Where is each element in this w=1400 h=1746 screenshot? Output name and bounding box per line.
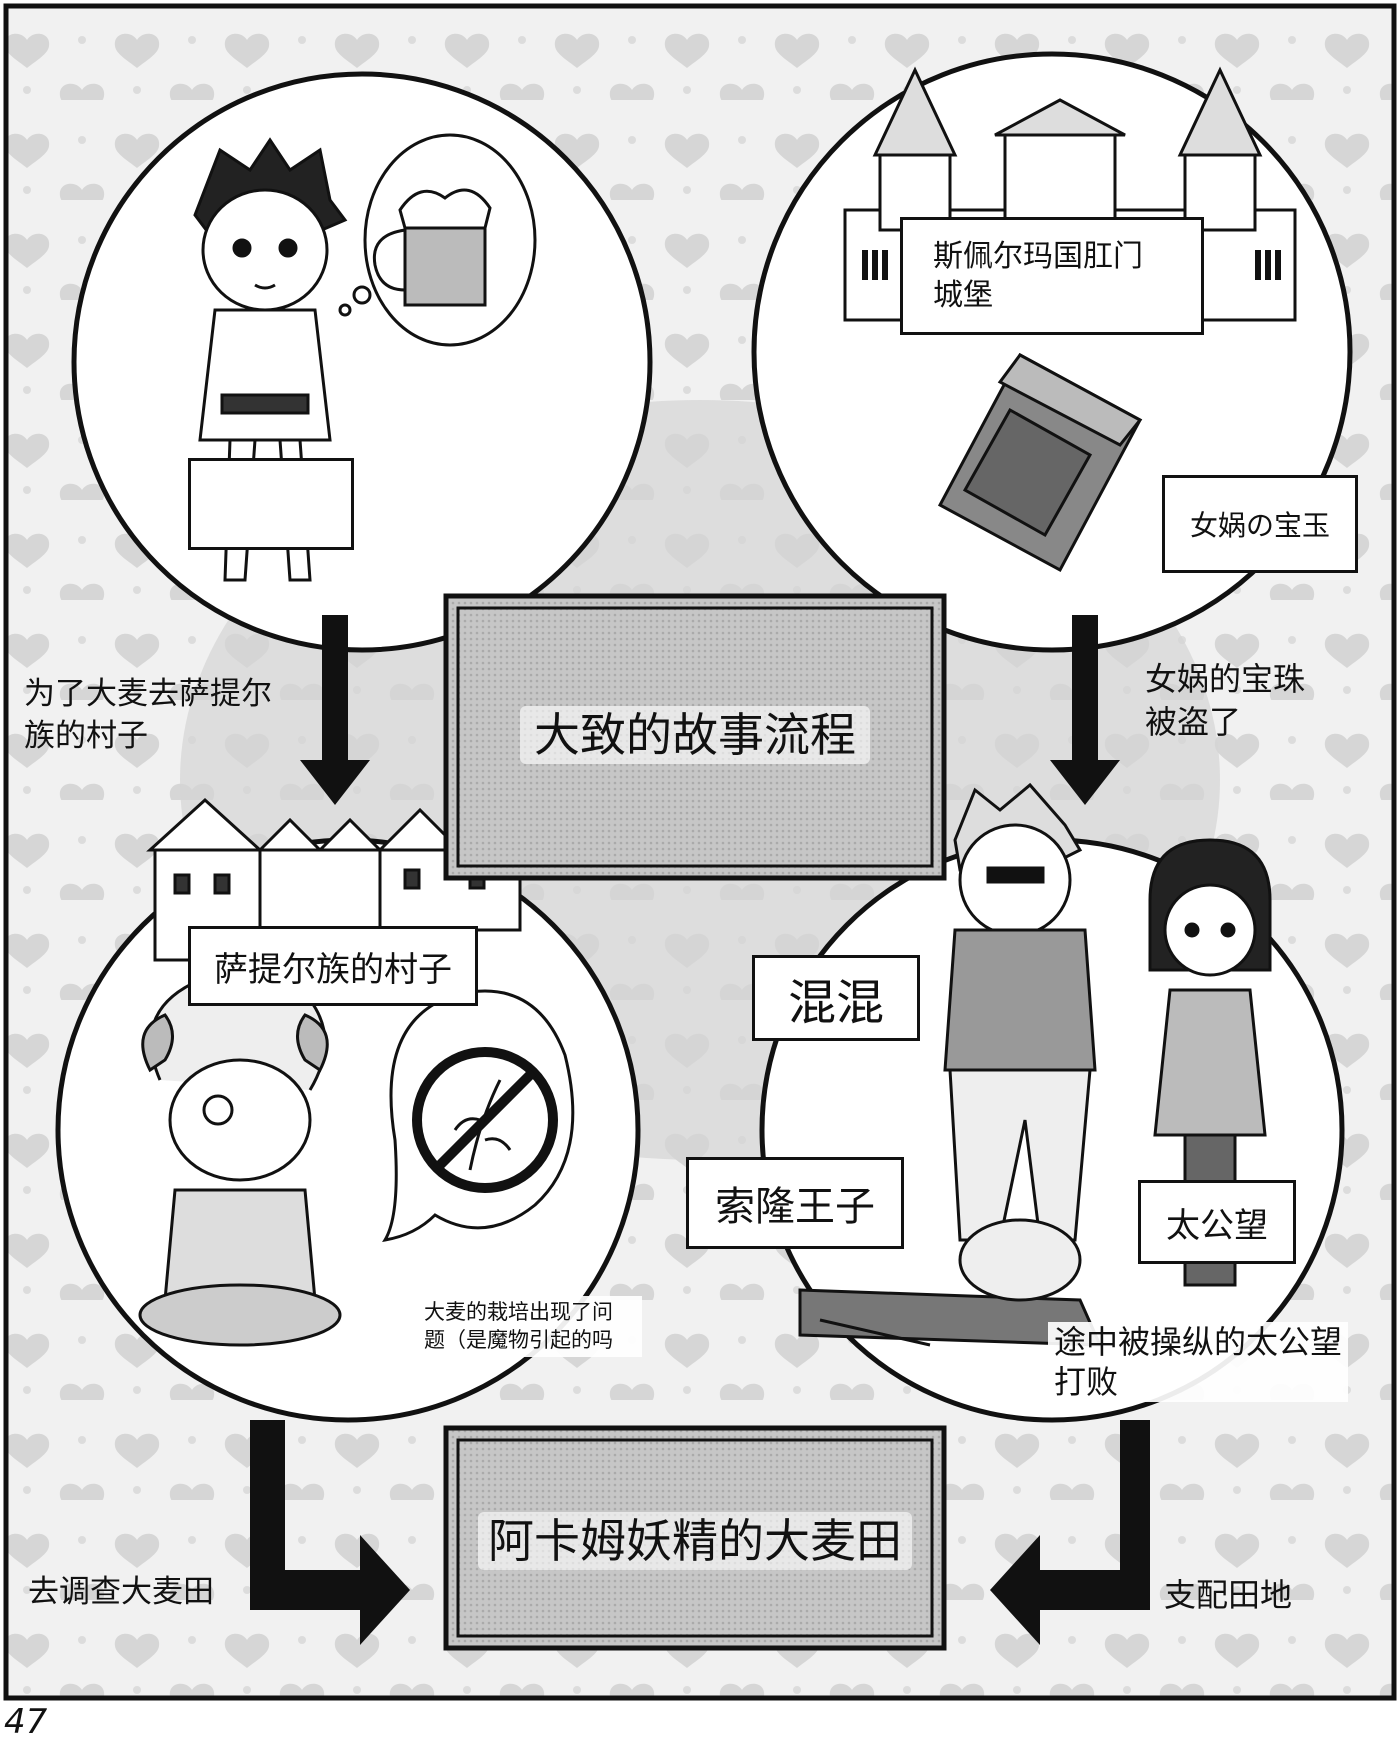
beer-mug-icon — [338, 133, 537, 347]
elbow-arrow-icon — [250, 1420, 1150, 1645]
satyr-figure — [138, 967, 342, 1347]
jewel-icon — [937, 352, 1143, 573]
bottom-left-caption: 去调查大麦田 — [28, 1574, 214, 1610]
goal-text: 阿卡姆妖精的大麦田 — [476, 1510, 914, 1572]
castle-label: 斯佩尔玛国肛门 城堡 — [900, 217, 1204, 335]
circle-hero — [71, 71, 653, 653]
prince-figure — [798, 1218, 1103, 1347]
prince-label: 索隆王子 — [686, 1157, 904, 1249]
speech-caption: 大麦的栽培出现了问 题（是魔物引起的吗 — [420, 1296, 642, 1357]
hero-name-box — [188, 458, 354, 550]
title-text: 大致的故事流程 — [476, 704, 914, 766]
village-label: 萨提尔族的村子 — [188, 926, 478, 1006]
no-wheat-icon — [382, 989, 575, 1243]
right-arrow-caption: 女娲的宝珠 被盗了 — [1145, 660, 1306, 742]
thug-label: 混混 — [752, 955, 920, 1041]
defeat-caption: 途中被操纵的太公望 打败 — [1048, 1322, 1349, 1402]
down-arrow-icon — [300, 615, 1120, 805]
bottom-right-caption: 支配田地 — [1164, 1576, 1293, 1614]
left-arrow-caption: 为了大麦去萨提尔 族的村子 — [24, 676, 272, 754]
thug-figure — [943, 782, 1097, 1242]
taigong-label: 太公望 — [1138, 1180, 1296, 1264]
page-number: 47 — [4, 1702, 48, 1742]
jewel-label: 女娲の宝玉 — [1162, 475, 1358, 573]
